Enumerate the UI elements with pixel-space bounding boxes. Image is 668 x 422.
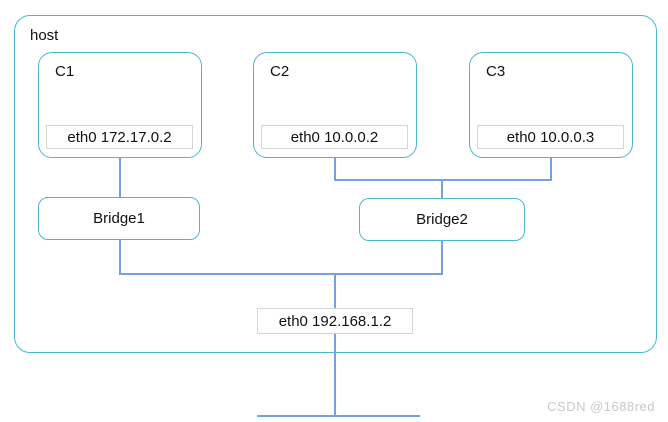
container-c2-eth-label: eth0 10.0.0.2 <box>261 125 408 149</box>
container-c3: C3 eth0 10.0.0.3 <box>469 52 633 158</box>
edge-bus-bridges <box>119 273 443 275</box>
container-c3-label: C3 <box>486 63 506 80</box>
bridge1-node: Bridge1 <box>38 197 200 240</box>
host-eth-label: eth0 192.168.1.2 <box>257 308 413 334</box>
edge-bridge2-down <box>441 241 443 274</box>
edge-bus-to-bridge2 <box>441 180 443 198</box>
edge-bus-to-hosteth <box>334 274 336 308</box>
edge-external-network <box>257 415 420 417</box>
watermark-text: CSDN @1688red <box>547 399 655 414</box>
container-c1-eth-label: eth0 172.17.0.2 <box>46 125 193 149</box>
container-c2: C2 eth0 10.0.0.2 <box>253 52 417 158</box>
edge-c1-to-bridge1 <box>119 158 121 197</box>
host-label: host <box>30 27 59 44</box>
edge-bus-c2-c3 <box>334 179 552 181</box>
edge-c3-down <box>550 158 552 180</box>
container-c2-label: C2 <box>270 63 290 80</box>
edge-bridge1-down <box>119 240 121 274</box>
container-c1-label: C1 <box>55 63 75 80</box>
container-c3-eth-label: eth0 10.0.0.3 <box>477 125 624 149</box>
edge-hosteth-to-external <box>334 334 336 415</box>
edge-c2-down <box>334 158 336 180</box>
bridge2-node: Bridge2 <box>359 198 525 241</box>
container-c1: C1 eth0 172.17.0.2 <box>38 52 202 158</box>
